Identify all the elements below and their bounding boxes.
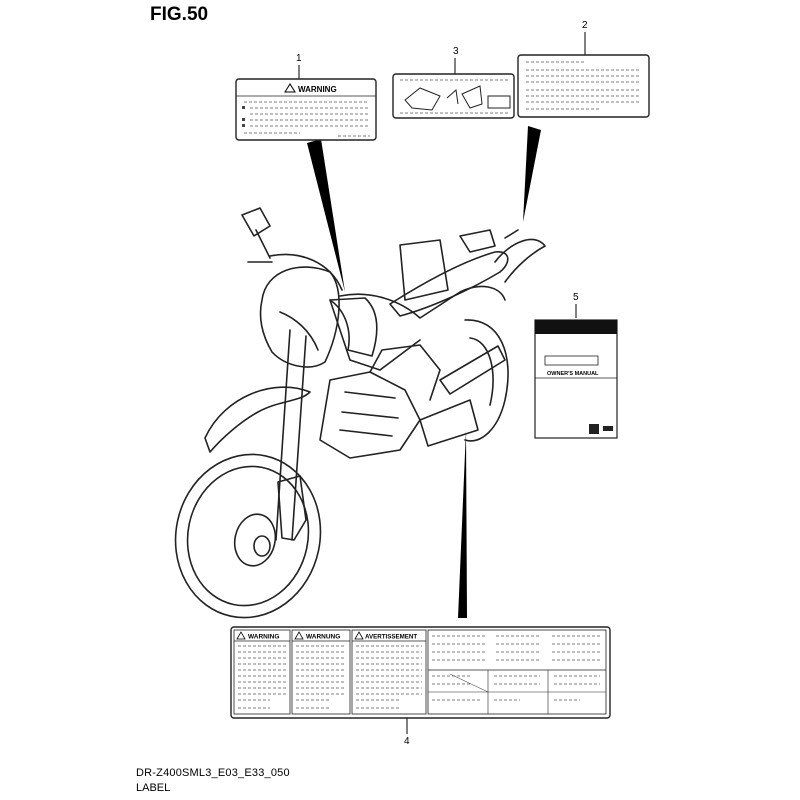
pointer-wedge-4 xyxy=(458,430,467,618)
label-1-warning: WARNING xyxy=(235,78,377,141)
label-1-heading: WARNING xyxy=(298,85,337,94)
pointer-wedge-1 xyxy=(307,139,345,292)
figure-code: DR-Z400SML3_E03_E33_050 xyxy=(136,767,290,779)
callout-2: 2 xyxy=(582,20,588,31)
callout-3: 3 xyxy=(453,46,459,57)
owners-manual-title: OWNER'S MANUAL xyxy=(547,371,599,377)
pointer-wedge-2 xyxy=(523,126,541,222)
callout-1: 1 xyxy=(296,53,302,64)
callout-4: 4 xyxy=(404,736,410,747)
label-4-warning-en: WARNING xyxy=(248,634,279,641)
label-4-warning-de: WARNUNG xyxy=(306,634,340,641)
callout-5: 5 xyxy=(573,292,579,303)
motorcycle-drawing xyxy=(174,207,546,619)
label-3-pictogram xyxy=(392,73,515,119)
figure-title: FIG.50 xyxy=(150,4,209,25)
owners-manual-booklet: OWNER'S MANUAL xyxy=(534,319,618,439)
figure-caption: LABEL xyxy=(136,782,171,794)
label-4-sheet: WARNING WARNUNG AVERTISSEMENT xyxy=(230,626,611,719)
label-2 xyxy=(517,54,650,118)
label-4-warning-fr: AVERTISSEMENT xyxy=(365,634,417,641)
pointer-wedges xyxy=(307,126,541,618)
leader-lines xyxy=(298,32,586,734)
